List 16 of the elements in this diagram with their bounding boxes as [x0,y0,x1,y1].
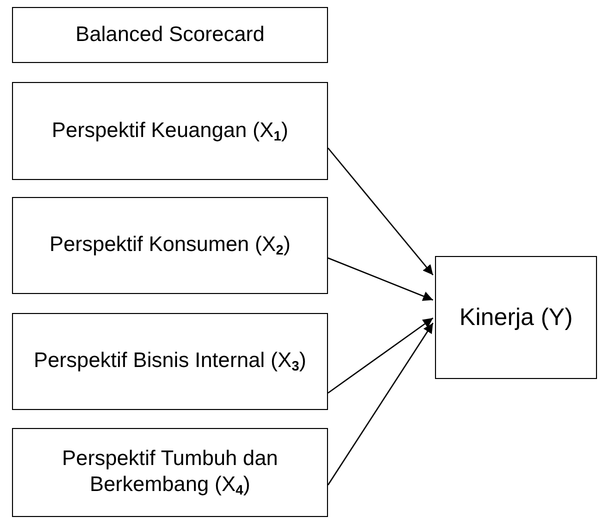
arrow [328,148,434,276]
variable-box [12,428,328,517]
box-label: Perspektif Keuangan (X$_{1}$) [52,118,288,144]
box-label: Balanced Scorecard [75,22,265,48]
box-label: Kinerja (Y) [459,302,573,332]
arrow [328,257,434,301]
outcome-box [435,256,597,379]
box-label: Perspektif Konsumen (X$_{2}$) [49,232,291,259]
variable-box [12,82,328,180]
variable-box [12,7,328,63]
variable-box [12,197,328,294]
box-label: Perspektif Bisnis Internal (X$_{3}$) [34,348,306,375]
arrow [327,322,434,486]
arrow [328,317,434,394]
box-label: Perspektif Tumbuh dan Berkembang (X$_{4}$) [61,446,279,499]
variable-box [12,313,328,410]
